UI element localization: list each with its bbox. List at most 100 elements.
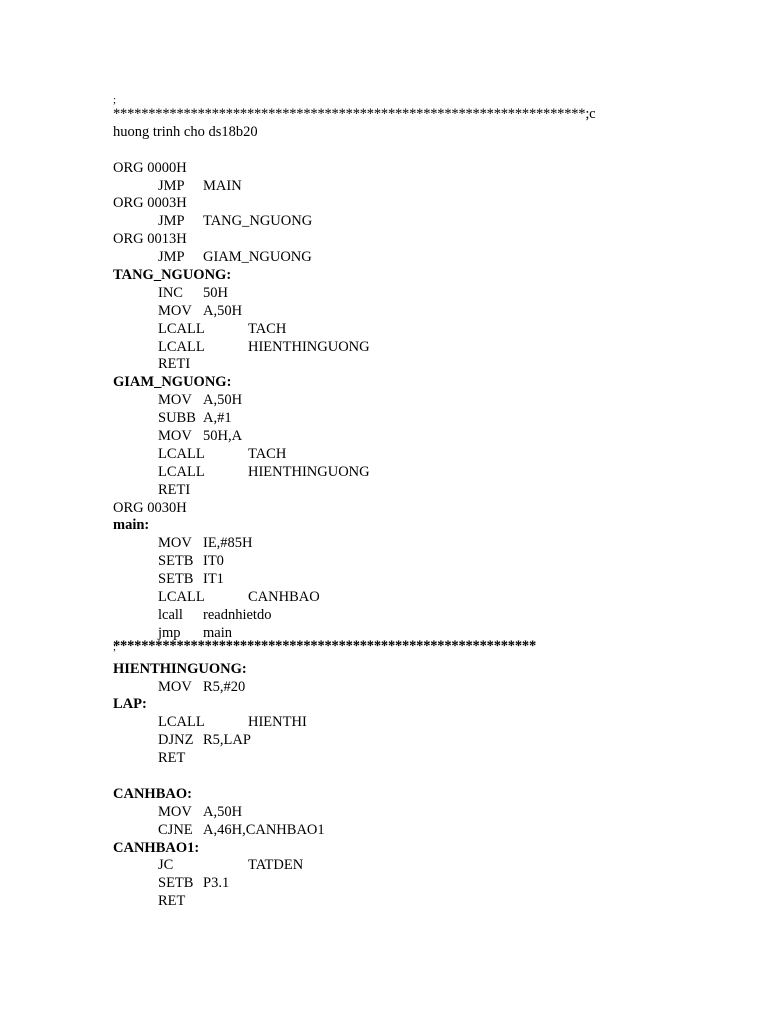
instruction-mnemonic: LCALL	[158, 589, 205, 606]
code-instruction: JMP MAIN	[113, 178, 673, 196]
instruction-operand: GIAM_NGUONG	[203, 249, 312, 266]
instruction-operand: TACH	[248, 445, 287, 462]
instruction-operand: R5,LAP	[203, 732, 251, 749]
instruction-operand: A,#1	[203, 410, 232, 427]
code-label: LAP:	[113, 696, 147, 713]
code-instruction: LCALL CANHBAO	[113, 589, 673, 607]
instruction-operand: HIENTHINGUONG	[248, 338, 370, 355]
instruction-mnemonic: RETI	[158, 356, 191, 373]
instruction-operand: P3.1	[203, 875, 230, 892]
code-instruction: SETB IT0	[113, 553, 673, 571]
instruction-mnemonic: jmp	[158, 624, 181, 641]
code-instruction: jmp main	[113, 625, 673, 643]
blank-line	[113, 768, 673, 786]
code-instruction: MOV A,50H	[113, 303, 673, 321]
code-instruction: MOV A,50H	[113, 804, 673, 822]
instruction-operand: A,50H	[203, 803, 243, 820]
code-label: CANHBAO1:	[113, 839, 200, 856]
instruction-mnemonic: JMP	[158, 249, 185, 266]
code-instruction: DJNZ R5,LAP	[113, 732, 673, 750]
instruction-operand: A,50H	[203, 302, 243, 319]
header-stars-line: ****************************************…	[113, 106, 596, 122]
instruction-operand: MAIN	[203, 177, 242, 194]
instruction-mnemonic: CJNE	[158, 821, 193, 838]
code-instruction: LCALL HIENTHINGUONG	[113, 464, 673, 482]
divider-semicolon: ;	[113, 640, 117, 653]
code-instruction: RETI	[113, 356, 673, 374]
instruction-operand: TANG_NGUONG	[203, 213, 313, 230]
instruction-operand: R5,#20	[203, 678, 246, 695]
instruction-mnemonic: LCALL	[158, 445, 205, 462]
code-label: CANHBAO:	[113, 785, 192, 802]
code-line: ORG 0000H	[113, 159, 187, 176]
instruction-operand: main	[203, 624, 232, 641]
code-label: TANG_NGUONG:	[113, 267, 232, 284]
instruction-mnemonic: SETB	[158, 553, 194, 570]
code-instruction: RET	[113, 893, 673, 911]
instruction-mnemonic: MOV	[158, 678, 192, 695]
instruction-operand: TATDEN	[248, 857, 304, 874]
instruction-mnemonic: JMP	[158, 213, 185, 230]
blank-line	[113, 142, 673, 160]
code-instruction: MOV R5,#20	[113, 679, 673, 697]
instruction-mnemonic: MOV	[158, 535, 192, 552]
instruction-mnemonic: MOV	[158, 428, 192, 445]
header-semicolon: ;	[113, 94, 117, 106]
code-instruction: JMP TANG_NGUONG	[113, 213, 673, 231]
document-page: ; **************************************…	[113, 94, 673, 911]
code-label: main:	[113, 517, 150, 534]
instruction-mnemonic: LCALL	[158, 714, 205, 731]
instruction-mnemonic: INC	[158, 284, 183, 301]
instruction-mnemonic: LCALL	[158, 320, 205, 337]
code-instruction: LCALL TACH	[113, 446, 673, 464]
code-instruction: INC 50H	[113, 285, 673, 303]
instruction-operand: HIENTHINGUONG	[248, 463, 370, 480]
code-instruction: MOV A,50H	[113, 392, 673, 410]
code-instruction: MOV IE,#85H	[113, 535, 673, 553]
code-instruction: JMP GIAM_NGUONG	[113, 249, 673, 267]
instruction-operand: 50H,A	[203, 428, 243, 445]
instruction-operand: readnhietdo	[203, 606, 272, 623]
code-instruction: LCALL HIENTHI	[113, 714, 673, 732]
code-line: ORG 0003H	[113, 195, 187, 212]
code-label: GIAM_NGUONG:	[113, 374, 232, 391]
instruction-mnemonic: LCALL	[158, 463, 205, 480]
instruction-mnemonic: DJNZ	[158, 732, 194, 749]
instruction-operand: IT0	[203, 553, 224, 570]
code-line: ORG 0013H	[113, 231, 187, 248]
code-instruction: CJNE A,46H,CANHBAO1	[113, 822, 673, 840]
instruction-operand: TACH	[248, 320, 287, 337]
instruction-mnemonic: RETI	[158, 481, 191, 498]
code-line: ORG 0030H	[113, 499, 187, 516]
code-instruction: SETB IT1	[113, 571, 673, 589]
instruction-mnemonic: RET	[158, 750, 186, 767]
instruction-operand: IT1	[203, 571, 224, 588]
instruction-mnemonic: RET	[158, 893, 186, 910]
code-instruction: RETI	[113, 482, 673, 500]
code-instruction: MOV 50H,A	[113, 428, 673, 446]
code-instruction: RET	[113, 750, 673, 768]
instruction-mnemonic: MOV	[158, 392, 192, 409]
instruction-mnemonic: JMP	[158, 177, 185, 194]
section-divider: ; **************************************…	[113, 638, 673, 661]
instruction-mnemonic: SETB	[158, 571, 194, 588]
instruction-mnemonic: MOV	[158, 302, 192, 319]
instruction-operand: CANHBAO	[248, 589, 320, 606]
instruction-operand: A,50H	[203, 392, 243, 409]
instruction-operand: A,46H,CANHBAO1	[203, 821, 325, 838]
code-label: HIENTHINGUONG:	[113, 660, 247, 677]
divider-stars: ****************************************…	[113, 637, 537, 654]
instruction-mnemonic: SUBB	[158, 410, 196, 427]
instruction-mnemonic: MOV	[158, 803, 192, 820]
instruction-operand: 50H	[203, 284, 228, 301]
code-instruction: SUBB A,#1	[113, 410, 673, 428]
instruction-operand: HIENTHI	[248, 714, 307, 731]
code-instruction: LCALL TACH	[113, 321, 673, 339]
instruction-operand: IE,#85H	[203, 535, 253, 552]
